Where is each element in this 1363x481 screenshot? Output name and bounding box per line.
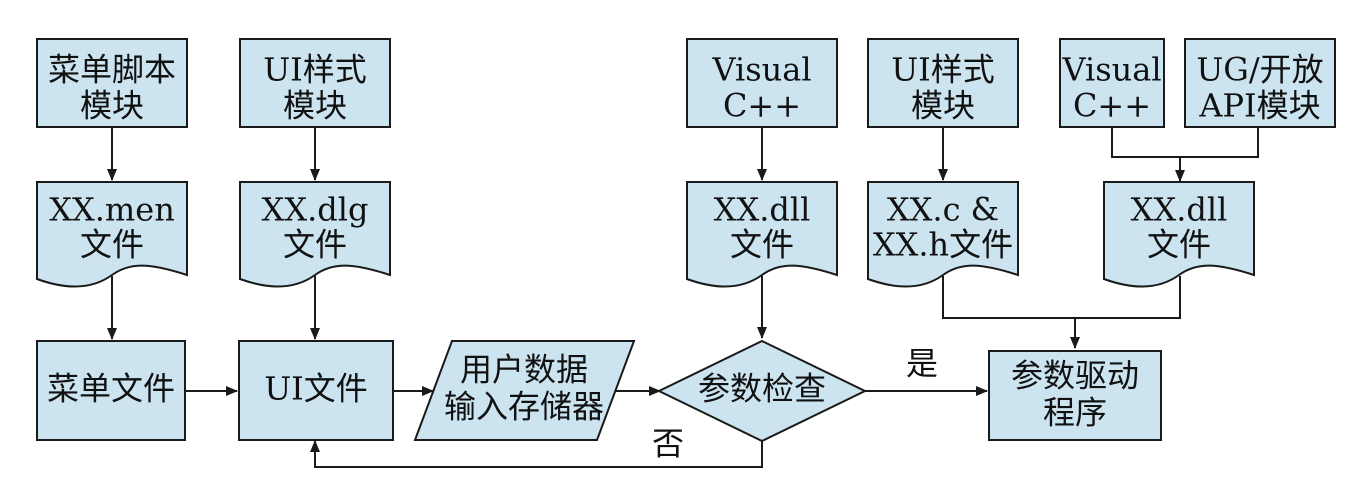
edge-label-yes: 是 [906, 345, 938, 383]
svg-text:C++: C++ [1073, 87, 1151, 125]
node-ui-file: UI文件 [238, 340, 394, 441]
svg-text:参数检查: 参数检查 [698, 370, 826, 408]
edge-merge-to-param-driver [942, 276, 1181, 348]
svg-text:菜单脚本: 菜单脚本 [48, 51, 176, 89]
svg-text:UI文件: UI文件 [264, 370, 368, 408]
node-dll-file-right: XX.dll 文件 [1103, 181, 1255, 288]
svg-text:菜单文件: 菜单文件 [47, 370, 175, 408]
svg-text:C++: C++ [723, 87, 801, 125]
svg-text:XX.h文件: XX.h文件 [873, 226, 1013, 264]
node-visual-cpp-right: Visual C++ [1059, 38, 1165, 128]
svg-text:参数驱动: 参数驱动 [1011, 357, 1139, 395]
svg-text:XX.dll: XX.dll [714, 191, 811, 229]
svg-text:XX.dll: XX.dll [1131, 191, 1228, 229]
node-dlg-file: XX.dlg 文件 [239, 181, 391, 288]
svg-text:用户数据: 用户数据 [460, 351, 588, 389]
svg-text:文件: 文件 [80, 226, 144, 264]
svg-text:XX.c &: XX.c & [887, 191, 999, 229]
node-dll-file-center: XX.dll 文件 [686, 181, 838, 288]
edge-label-no: 否 [652, 425, 684, 463]
node-param-driver: 参数驱动 程序 [988, 350, 1162, 441]
node-c-h-files: XX.c & XX.h文件 [867, 181, 1019, 288]
node-user-data-input-store: 用户数据 输入存储器 [413, 340, 636, 441]
svg-text:UI样式: UI样式 [891, 51, 995, 89]
svg-text:XX.dlg: XX.dlg [262, 191, 369, 229]
svg-text:输入存储器: 输入存储器 [444, 388, 604, 426]
svg-text:程序: 程序 [1043, 394, 1107, 432]
svg-text:模块: 模块 [80, 87, 144, 125]
node-ui-style-module-right: UI样式 模块 [867, 38, 1019, 128]
svg-text:文件: 文件 [1147, 226, 1211, 264]
edge-merge-to-dll-right [1111, 127, 1259, 181]
svg-text:UI样式: UI样式 [263, 51, 367, 89]
svg-text:文件: 文件 [730, 226, 794, 264]
edge-param-check-to-ui-file-no [310, 440, 763, 468]
svg-text:API模块: API模块 [1198, 87, 1320, 125]
svg-text:Visual: Visual [1061, 51, 1161, 89]
svg-text:XX.men: XX.men [49, 191, 175, 229]
node-ui-style-module-left: UI样式 模块 [239, 38, 391, 128]
node-ug-open-api-module: UG/开放 API模块 [1184, 38, 1336, 128]
node-menu-script-module: 菜单脚本 模块 [36, 38, 188, 128]
node-men-file: XX.men 文件 [36, 181, 188, 288]
node-menu-file: 菜单文件 [36, 340, 186, 441]
svg-text:模块: 模块 [911, 87, 975, 125]
svg-text:UG/开放: UG/开放 [1196, 51, 1323, 89]
svg-text:Visual: Visual [711, 51, 811, 89]
node-visual-cpp-center: Visual C++ [686, 38, 838, 128]
svg-text:文件: 文件 [283, 226, 347, 264]
svg-text:模块: 模块 [283, 87, 347, 125]
node-param-check: 参数检查 [656, 339, 868, 443]
connectors [107, 127, 1259, 468]
